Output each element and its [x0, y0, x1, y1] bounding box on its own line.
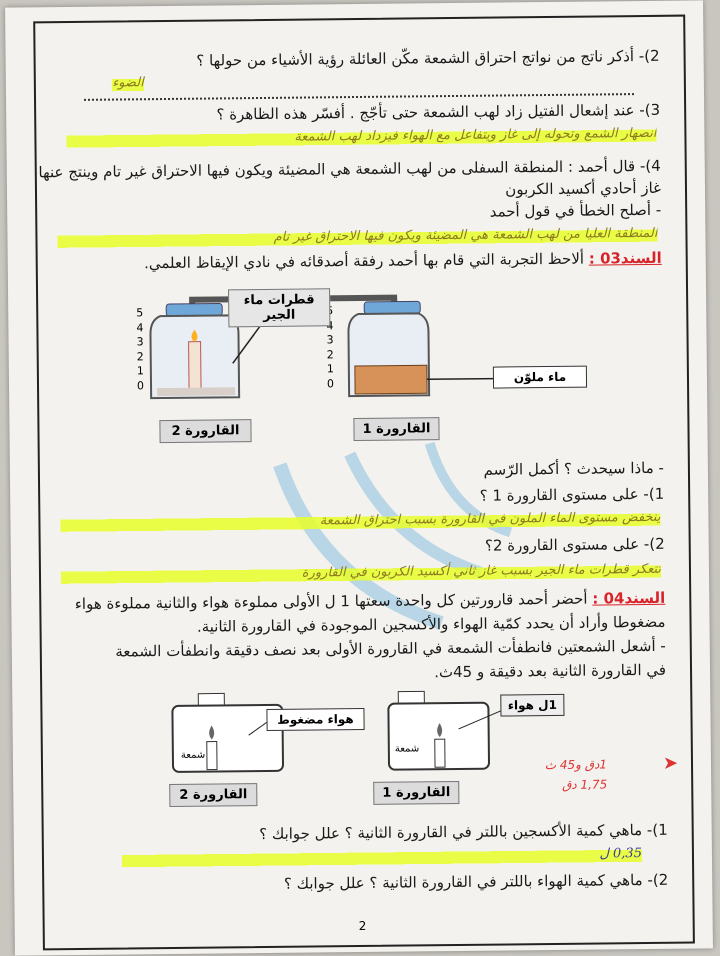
source-3-question-intro: - ماذا سيحدث ؟ أكمل الرّسم: [483, 458, 665, 479]
source-4-question-2: 2)- ماهي كمية الهواء باللتر في القارورة …: [283, 870, 669, 893]
candle-label-2: شمعة: [180, 749, 206, 761]
experiment-diagram-1: [149, 294, 495, 400]
bottle-2-label-s4: القارورة 2: [169, 783, 258, 808]
question-3: 3)- عند إشعال الفتيل زاد لهب الشمعة حتى …: [216, 100, 661, 124]
arrow-icon: ➤: [662, 752, 679, 774]
bottle-1-label-s4: القارورة 1: [373, 780, 460, 805]
candle-label-1: شمعة: [394, 743, 420, 755]
margin-note-2: 1,75 دق: [561, 777, 608, 792]
question-4-line2: غاز أحادي أكسيد الكربون: [505, 178, 662, 199]
experiment-diagram-2: [171, 690, 507, 773]
worksheet-page: 2)- أذكر ناتج من نواتج احتراق الشمعة مكّ…: [5, 0, 713, 956]
air-1l-callout: 1ل هواء: [500, 693, 565, 717]
source-4-line4: في القارورة الثانية بعد دقيقة و 45ث.: [434, 660, 667, 682]
page-number: 2: [358, 918, 367, 934]
question-4-line3: - أصلح الخطأ في قول أحمد: [489, 200, 662, 221]
source-4-label: السند04 :: [592, 588, 666, 608]
source-3-label: السند03 :: [588, 248, 662, 268]
source-3-question-1: 1)- على مستوى القارورة 1 ؟: [479, 484, 665, 505]
source-3-text: ألاحظ التجربة التي قام بها أحمد رفقة أصد…: [143, 249, 585, 273]
source-3-question-2: 2)- على مستوى القارورة 2؟: [484, 534, 665, 555]
limewater-callout: قطرات ماء الجير: [228, 288, 331, 328]
source-4-question-1: 1)- ماهي كمية الأكسجين باللتر في القارور…: [259, 820, 668, 844]
colored-water-callout: ماء ملوّن: [492, 365, 588, 389]
bottle-2-label: القارورة 2: [159, 419, 252, 444]
compressed-air-callout: هواء مضغوط: [266, 707, 365, 731]
answer-2: الضوء: [112, 72, 144, 95]
